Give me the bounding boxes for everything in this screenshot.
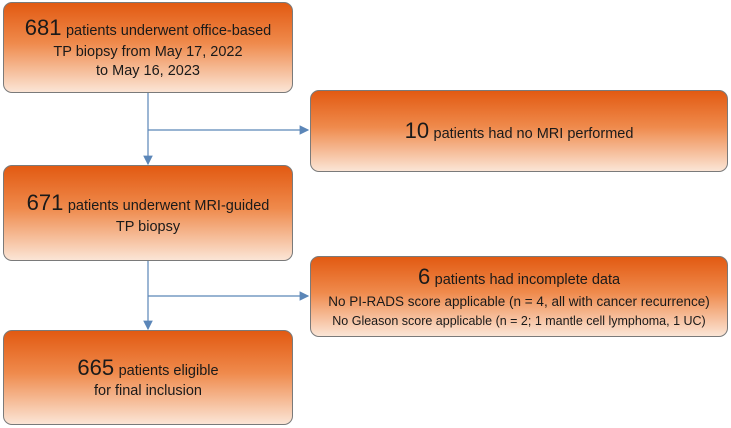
count-no-mri: 10 — [404, 117, 430, 143]
box-mri-guided-line1-text: patients underwent MRI-guided — [67, 198, 270, 215]
count-initial: 681 — [24, 15, 62, 41]
box-mri-guided-line1: 671 patients underwent MRI-guided — [27, 189, 270, 218]
box-eligible-line1-text: patients eligible — [118, 362, 219, 379]
box-incomplete-title: 6 patients had incomplete data — [418, 263, 620, 292]
box-eligible-line2: for final inclusion — [94, 383, 202, 400]
box-initial-line2: TP biopsy from May 17, 2022 — [53, 43, 243, 60]
count-incomplete: 6 — [417, 264, 431, 290]
box-incomplete-detail-pirads: No PI-RADS score applicable (n = 4, all … — [328, 293, 710, 309]
box-no-mri-line: 10 patients had no MRI performed — [405, 117, 634, 146]
box-eligible-line1: 665 patients eligible — [77, 354, 218, 383]
box-mri-guided-line2: TP biopsy — [115, 218, 181, 235]
box-initial-line1-text: patients underwent office-based — [65, 23, 272, 40]
box-initial-patients: 681 patients underwent office-based TP b… — [3, 2, 293, 93]
box-no-mri-text: patients had no MRI performed — [433, 125, 634, 142]
box-mri-guided: 671 patients underwent MRI-guided TP bio… — [3, 165, 293, 261]
box-eligible: 665 patients eligible for final inclusio… — [3, 330, 293, 425]
box-incomplete-detail-gleason: No Gleason score applicable (n = 2; 1 ma… — [332, 313, 706, 328]
box-initial-line3: to May 16, 2023 — [96, 62, 200, 79]
box-no-mri: 10 patients had no MRI performed — [310, 90, 728, 172]
box-incomplete-title-text: patients had incomplete data — [434, 272, 621, 289]
box-incomplete-data: 6 patients had incomplete data No PI-RAD… — [310, 256, 728, 337]
box-initial-line1: 681 patients underwent office-based — [25, 14, 271, 43]
count-mri-guided: 671 — [26, 190, 64, 216]
count-eligible: 665 — [77, 354, 115, 380]
